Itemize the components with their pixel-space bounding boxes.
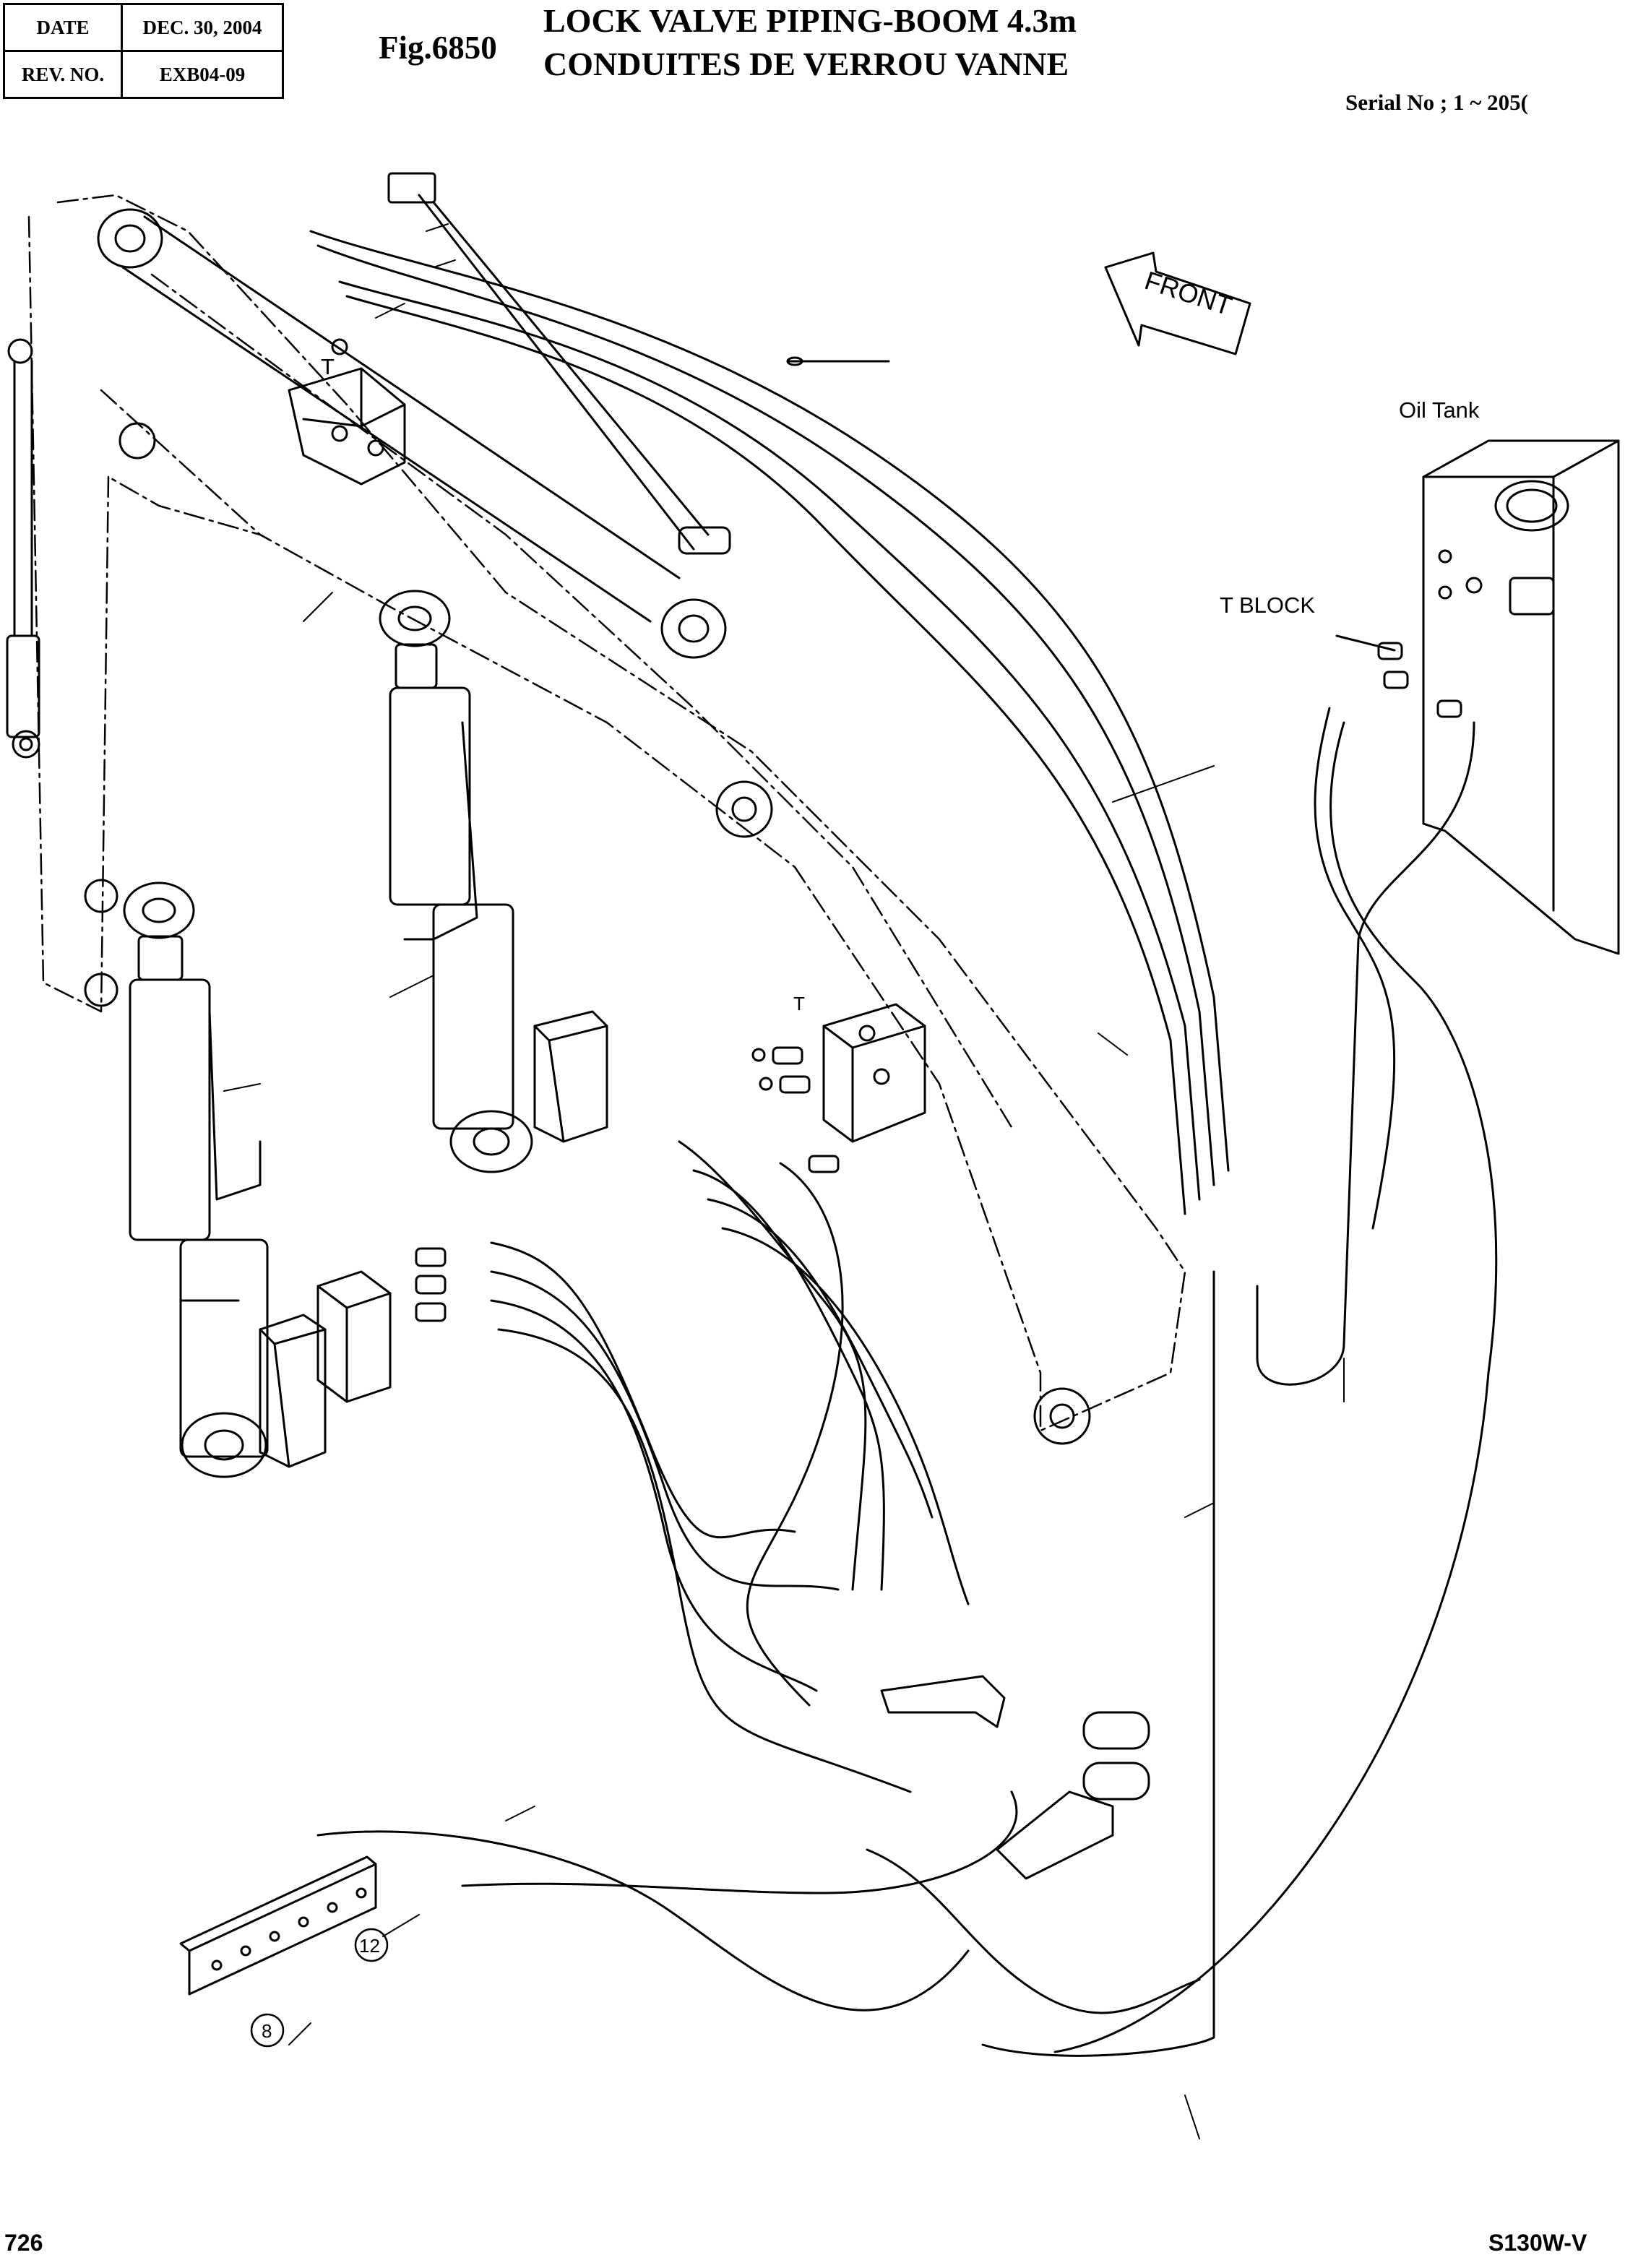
hose-bracket [880,1675,1150,1880]
rev-label: REV. NO. [3,50,123,99]
lower-hose-bundle [316,707,1498,2057]
model-code: S130W-V [1488,2230,1587,2256]
oil-tank-label: Oil Tank [1399,397,1480,423]
oil-tank [1422,439,1620,955]
t-block [1335,634,1462,718]
serial-range: Serial No ; 1 ~ 205( [1345,90,1528,115]
boom-cylinder-middle [379,590,533,1173]
page-number: 726 [4,2230,43,2256]
date-value: DEC. 30, 2004 [121,3,284,52]
callout-markers [250,1928,389,2048]
figure-number: Fig.6850 [379,30,497,66]
arm-cylinder [6,338,40,759]
t-mark-label-2: T [793,993,805,1014]
title-english: LOCK VALVE PIPING-BOOM 4.3m [543,2,1077,39]
boom-outline [27,194,1186,1432]
pin-part [786,356,890,366]
revision-table: DATE DEC. 30, 2004 REV. NO. EXB04-09 [3,3,284,99]
middle-hose-bundle [490,1140,970,1793]
lock-valve-lower [259,1270,392,1468]
lock-valve-top [288,172,436,486]
boom-top-hinge [97,208,727,659]
callout-8-label: 8 [262,2020,272,2042]
front-label: FRONT [1141,265,1236,321]
t-mark-label: T [321,354,335,379]
leader-lines [223,223,1345,2139]
lock-valve-middle [533,1003,926,1143]
t-block-label: T BLOCK [1220,592,1315,618]
boom-pin-boss [84,422,1091,1445]
rev-value: EXB04-09 [121,50,284,99]
callout-12-label: 12 [359,1935,380,1957]
upper-hose-bundle [309,194,1230,1215]
manifold-block [179,1855,377,1996]
boom-cylinder-left [123,881,269,1478]
fittings-cluster [415,1046,840,1322]
front-arrow [1104,251,1251,355]
title-french: CONDUITES DE VERROU VANNE [543,46,1069,82]
date-label: DATE [3,3,123,52]
